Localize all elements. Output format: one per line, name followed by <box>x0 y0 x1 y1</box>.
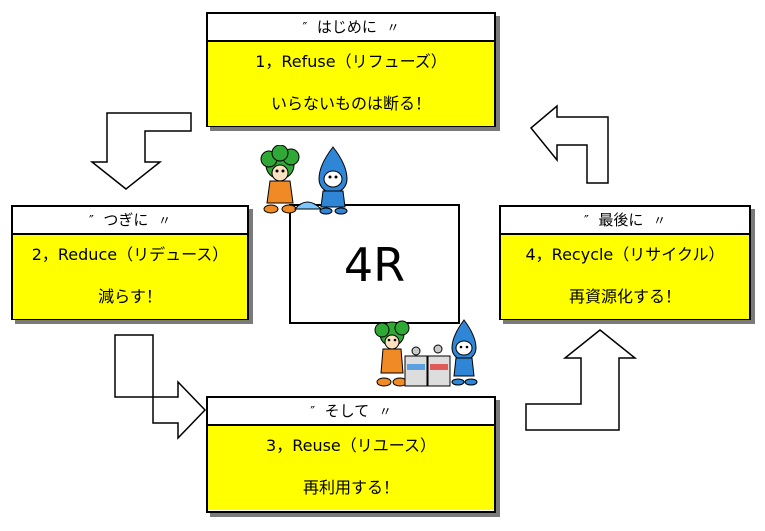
close-quote: 〃 <box>157 214 171 229</box>
step-header-label: つぎに <box>103 211 149 229</box>
arrow-refuse-to-reduce <box>89 112 192 190</box>
arrow-reduce-to-reuse <box>114 334 207 440</box>
mascot-water-drop-icon <box>451 319 478 386</box>
step-description: いらないものは断る！ <box>270 94 431 113</box>
mascot-tree-icon <box>260 145 300 214</box>
arrow-recycle-to-refuse <box>529 104 609 184</box>
step-header: ″ はじめに 〃 <box>208 14 494 42</box>
open-quote: ″ <box>89 214 94 229</box>
step-box-reduce: ″ つぎに 〃 2，Reduce（リデュース） 減らす！ <box>11 205 249 320</box>
mascot-water-drop-icon <box>318 146 348 215</box>
mascot-tree-icon <box>374 320 410 387</box>
step-description: 減らす！ <box>98 287 162 306</box>
step-box-refuse: ″ はじめに 〃 1，Refuse（リフューズ） いらないものは断る！ <box>206 12 496 127</box>
mascots-bottom <box>374 319 478 387</box>
center-4r-box: 4R <box>289 204 460 324</box>
close-quote: 〃 <box>652 214 666 229</box>
arrow-reuse-to-recycle <box>525 329 638 431</box>
open-quote: ″ <box>302 21 308 36</box>
close-quote: 〃 <box>386 21 400 36</box>
step-box-reuse: ″ そして 〃 3，Reuse（リユース） 再利用する！ <box>206 396 496 513</box>
step-header-label: 最後に <box>598 211 644 229</box>
step-header-label: そして <box>324 402 370 420</box>
step-header-label: はじめに <box>316 18 377 36</box>
step-title: 2，Reduce（リデュース） <box>31 245 229 264</box>
close-quote: 〃 <box>378 405 392 420</box>
center-label: 4R <box>343 238 406 292</box>
step-body: 1，Refuse（リフューズ） いらないものは断る！ <box>208 42 494 126</box>
open-quote: ″ <box>584 214 589 229</box>
step-title: 1，Refuse（リフューズ） <box>255 52 447 71</box>
step-description: 再資源化する！ <box>568 287 681 306</box>
open-quote: ″ <box>310 405 316 420</box>
step-title: 4，Recycle（リサイクル） <box>525 245 725 264</box>
step-header: ″ そして 〃 <box>208 398 494 426</box>
step-header: ″ つぎに 〃 <box>13 207 247 235</box>
step-title: 3，Reuse（リユース） <box>266 436 436 455</box>
step-body: 4，Recycle（リサイクル） 再資源化する！ <box>501 235 749 319</box>
step-body: 2，Reduce（リデュース） 減らす！ <box>13 235 247 319</box>
step-box-recycle: ″ 最後に 〃 4，Recycle（リサイクル） 再資源化する！ <box>499 205 751 320</box>
mascots-top <box>260 145 348 215</box>
step-header: ″ 最後に 〃 <box>501 207 749 235</box>
recycle-mark-icon <box>293 201 323 210</box>
step-body: 3，Reuse（リユース） 再利用する！ <box>208 426 494 510</box>
step-description: 再利用する！ <box>302 478 399 497</box>
cans-recycling-icon <box>404 344 451 387</box>
